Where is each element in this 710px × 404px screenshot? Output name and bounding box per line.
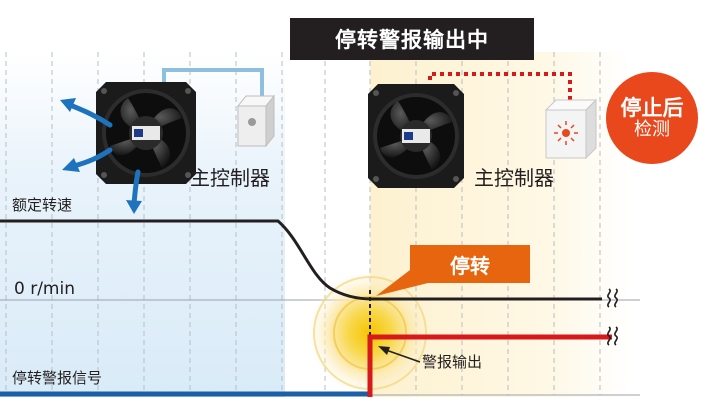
badge-line1: 停止后 [620, 95, 684, 120]
badge-line2: 检测 [634, 118, 670, 140]
fan-icon [96, 82, 196, 184]
fan-icon [368, 84, 464, 188]
alarm-signal-high [367, 334, 612, 397]
alarm-output-arrowhead [378, 346, 390, 355]
right-controller-label: 主控制器 [474, 166, 554, 190]
zero-speed-label: 0 r/min [14, 279, 75, 299]
break-mark-icon [607, 326, 618, 346]
rated-speed-label: 额定转速 [12, 196, 73, 214]
alarm-output-leader [385, 349, 421, 363]
controller-box-icon [236, 94, 276, 148]
alarm-output-label: 警报输出 [422, 353, 483, 371]
speed-curve [0, 219, 602, 301]
alarm-light-icon [544, 98, 598, 160]
alarm-signal-label: 停转警报信号 [12, 369, 103, 387]
airflow-arrowheads [60, 98, 142, 214]
detect-after-stop-badge: 停止后 检测 [606, 72, 698, 164]
stall-callout: 停转 [410, 245, 530, 283]
stall-alarm-output-banner: 停转警报输出中 [290, 18, 534, 60]
break-mark-icon [607, 288, 618, 308]
left-controller-label: 主控制器 [190, 166, 270, 190]
